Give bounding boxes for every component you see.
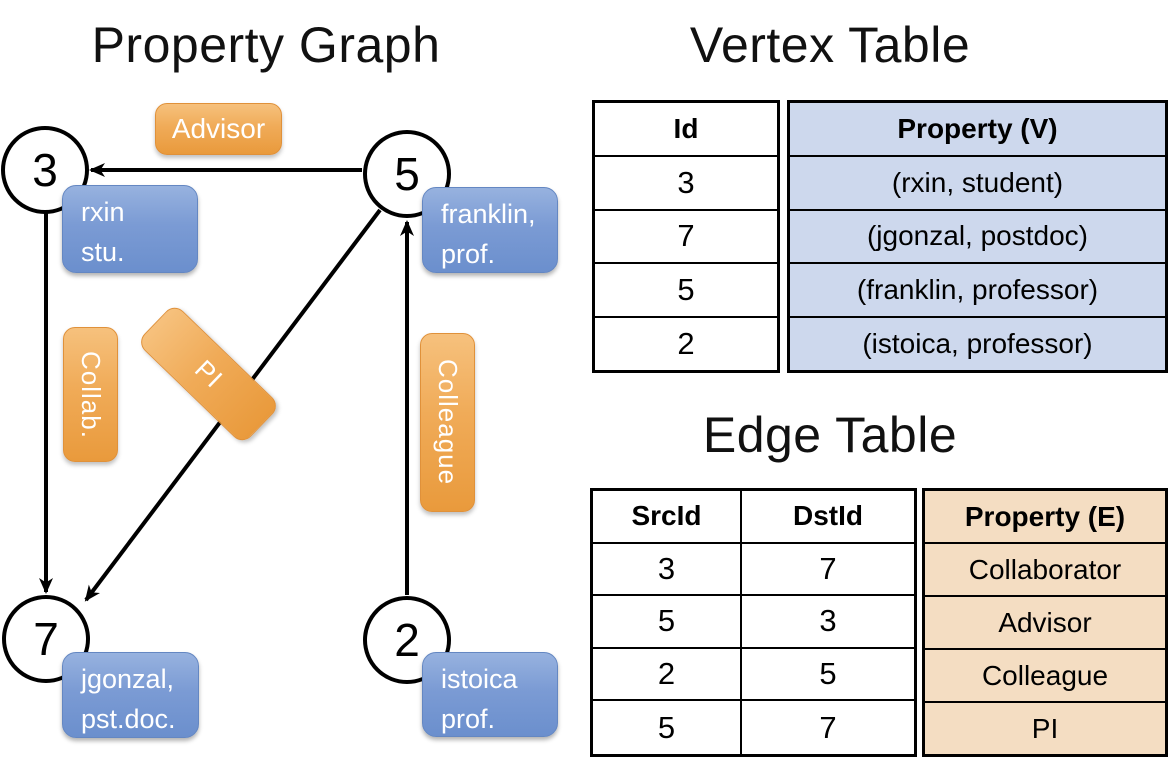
edge-table-property-column: Property (E) Collaborator Advisor Collea… (922, 488, 1168, 757)
label-line: prof. (441, 239, 496, 269)
edge-label-collab: Collab. (63, 327, 118, 462)
label-line: pst.doc. (81, 704, 176, 734)
vertex-row-property: (franklin, professor) (790, 264, 1165, 319)
vertex-property-label-7: jgonzal, pst.doc. (62, 652, 199, 738)
vertex-node-2: 2 (363, 596, 451, 684)
label-line: rxin (81, 197, 125, 227)
vertex-row-property: (rxin, student) (790, 156, 1165, 211)
vertex-node-5: 5 (363, 130, 451, 218)
vertex-row-id: 2 (677, 326, 695, 362)
vertex-property-label-2: istoica prof. (422, 652, 558, 737)
vertex-row-id: 3 (595, 157, 777, 211)
vertex-property-label-5: franklin, prof. (422, 187, 558, 273)
edge-row-property: Collaborator (925, 544, 1165, 597)
vertex-id: 3 (32, 144, 58, 196)
edge-row-dstid: 7 (742, 544, 914, 597)
edge-row-srcid: 3 (593, 543, 742, 597)
edge-col-header-srcid: SrcId (593, 491, 742, 544)
edge-row-srcid: 5 (593, 701, 742, 754)
edge-row-srcid: 5 (593, 596, 742, 649)
vertex-row-property: (jgonzal, postdoc) (790, 210, 1165, 265)
edge-label-colleague: Colleague (420, 333, 475, 512)
label-line: istoica (441, 664, 518, 694)
edge-label-pi: PI (136, 302, 281, 446)
vertex-id: 7 (33, 613, 59, 665)
edge-label-advisor: Advisor (155, 103, 282, 155)
label-line: prof. (441, 704, 496, 734)
vertex-property-label-3: rxin stu. (62, 185, 198, 273)
graph-title: Property Graph (91, 17, 441, 73)
edge-col-header-property: Property (E) (925, 491, 1165, 544)
edge-row-srcid: 2 (593, 648, 742, 702)
vertex-row-property: (istoica, professor) (790, 318, 1165, 370)
vertex-col-header-property: Property (V) (790, 103, 1165, 157)
label-line: franklin, (441, 199, 536, 229)
vertex-table-title: Vertex Table (689, 17, 971, 73)
vertex-col-header-id: Id (595, 103, 777, 157)
edge-row-property: PI (925, 703, 1165, 754)
edge-row-property: Advisor (925, 597, 1165, 650)
vertex-table-id-column: Id 3 7 5 2 (592, 100, 780, 373)
edge-col-header-dstid: DstId (742, 491, 914, 544)
label-line: jgonzal, (81, 664, 175, 694)
edge-row-dstid: 7 (819, 709, 837, 745)
edge-table-title: Edge Table (702, 407, 958, 463)
edge-table-id-columns: SrcId DstId 3 7 5 3 2 5 5 7 (590, 488, 917, 757)
vertex-table-property-column: Property (V) (rxin, student) (jgonzal, p… (787, 100, 1168, 373)
edge-row-dstid: 5 (742, 649, 914, 702)
vertex-row-id: 5 (595, 264, 777, 319)
vertex-row-id: 7 (595, 211, 777, 265)
edge-row-property: Colleague (925, 650, 1165, 703)
vertex-id: 5 (394, 148, 420, 200)
edge-row-dstid: 3 (742, 596, 914, 649)
label-line: stu. (81, 237, 125, 267)
vertex-id: 2 (394, 614, 420, 666)
